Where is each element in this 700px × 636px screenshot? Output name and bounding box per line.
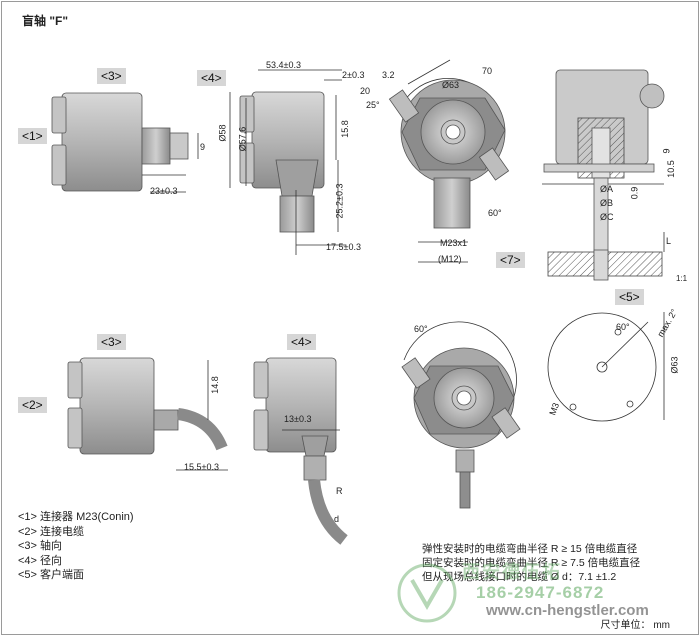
note-line: 弹性安装时的电缆弯曲半径 R ≥ 15 倍电缆直径 xyxy=(422,543,638,555)
dim-label: Ø63 xyxy=(669,356,680,374)
dim-label: 60° xyxy=(616,322,630,332)
axial-cable-view xyxy=(67,357,228,471)
watermark-url: www.cn-hengstler.com xyxy=(486,602,649,619)
dim-label: 60° xyxy=(414,324,428,334)
front-view-connector xyxy=(388,59,510,263)
dim-label: Ø63 xyxy=(442,80,460,90)
tag-axial-top: <3> xyxy=(97,68,126,84)
dim-label: Ø58 xyxy=(217,124,228,142)
tag-cable: <2> xyxy=(18,397,47,413)
tag-radial-bottom: <4> xyxy=(287,334,316,350)
dim-label: 20 xyxy=(360,86,371,96)
dim-label: 53.4±0.3 xyxy=(266,60,301,70)
page-title: 盲轴 "F" xyxy=(22,14,69,28)
dim-label: 15.5±0.3 xyxy=(184,462,219,472)
dim-label: 9 xyxy=(200,142,206,152)
radial-cable-view xyxy=(253,357,348,545)
dim-label: Ø57,6 xyxy=(237,126,248,152)
radial-connector-view xyxy=(229,69,346,255)
tag-customer-face: <5> xyxy=(615,289,644,305)
watermark-logo-icon xyxy=(397,563,457,623)
dim-label: ØA xyxy=(600,184,614,194)
legend-item: <2> 连接电缆 xyxy=(18,525,85,538)
tag-axial-bottom: <3> xyxy=(97,334,126,350)
legend-item: <3> 轴向 xyxy=(18,540,63,552)
dim-label: 3.2 xyxy=(382,70,395,80)
tag-radial-top: <4> xyxy=(197,70,226,86)
cable-notes: 弹性安装时的电缆弯曲半径 R ≥ 15 倍电缆直径 固定安装时的电缆弯曲半径 R… xyxy=(422,542,640,584)
dim-label: 15.8 xyxy=(339,120,350,138)
dim-label: 14.8 xyxy=(209,376,220,394)
dim-label: 10.5 xyxy=(665,160,676,178)
dim-label: 25.2±0.3 xyxy=(334,183,345,219)
dim-label: 17.5±0.3 xyxy=(326,242,361,252)
dim-label: 25° xyxy=(366,100,380,110)
scale-label: 1:1 xyxy=(676,274,688,283)
legend-item: <1> 连接器 M23(Conin) xyxy=(18,511,134,523)
watermark-phone: 186-2947-6872 xyxy=(476,583,605,602)
dim-label: R xyxy=(336,486,343,496)
axial-connector-view xyxy=(51,92,199,193)
unit-label: 尺寸单位： mm xyxy=(600,620,670,631)
dim-label: 13±0.3 xyxy=(284,414,312,424)
watermark-company: 西安德伍拓 xyxy=(462,562,562,582)
dim-label: ØB xyxy=(600,198,614,208)
customer-face-view xyxy=(547,312,665,422)
dim-label: 60° xyxy=(488,208,502,218)
dim-label: 23±0.3 xyxy=(150,186,178,196)
note-line: 但从现场总线接口时的电缆 Ø d：7.1 ±1.2 xyxy=(422,571,617,583)
dim-label: d xyxy=(334,514,340,524)
legend-item: <4> 径向 xyxy=(18,554,63,567)
front-view-cable xyxy=(401,321,521,509)
dim-label: 0.9 xyxy=(629,186,640,200)
note-line: 固定安装时的电缆弯曲半径 R ≥ 7.5 倍电缆直径 xyxy=(422,557,641,569)
dim-label: L xyxy=(666,236,672,246)
tag-connector: <1> xyxy=(18,128,47,144)
dim-label: 2±0.3 xyxy=(342,70,365,80)
dim-label: 9 xyxy=(661,148,672,154)
dim-label: (M12) xyxy=(438,254,462,264)
dim-label: 70 xyxy=(482,66,493,76)
dim-label: M23x1 xyxy=(440,238,468,248)
dim-label: ØC xyxy=(600,212,614,222)
tag-front: <7> xyxy=(496,252,525,268)
legend-item: <5> 客户端面 xyxy=(18,569,85,581)
section-view xyxy=(542,69,665,281)
legend: <1> 连接器 M23(Conin) <2> 连接电缆 <3> 轴向 <4> 径… xyxy=(18,510,134,583)
